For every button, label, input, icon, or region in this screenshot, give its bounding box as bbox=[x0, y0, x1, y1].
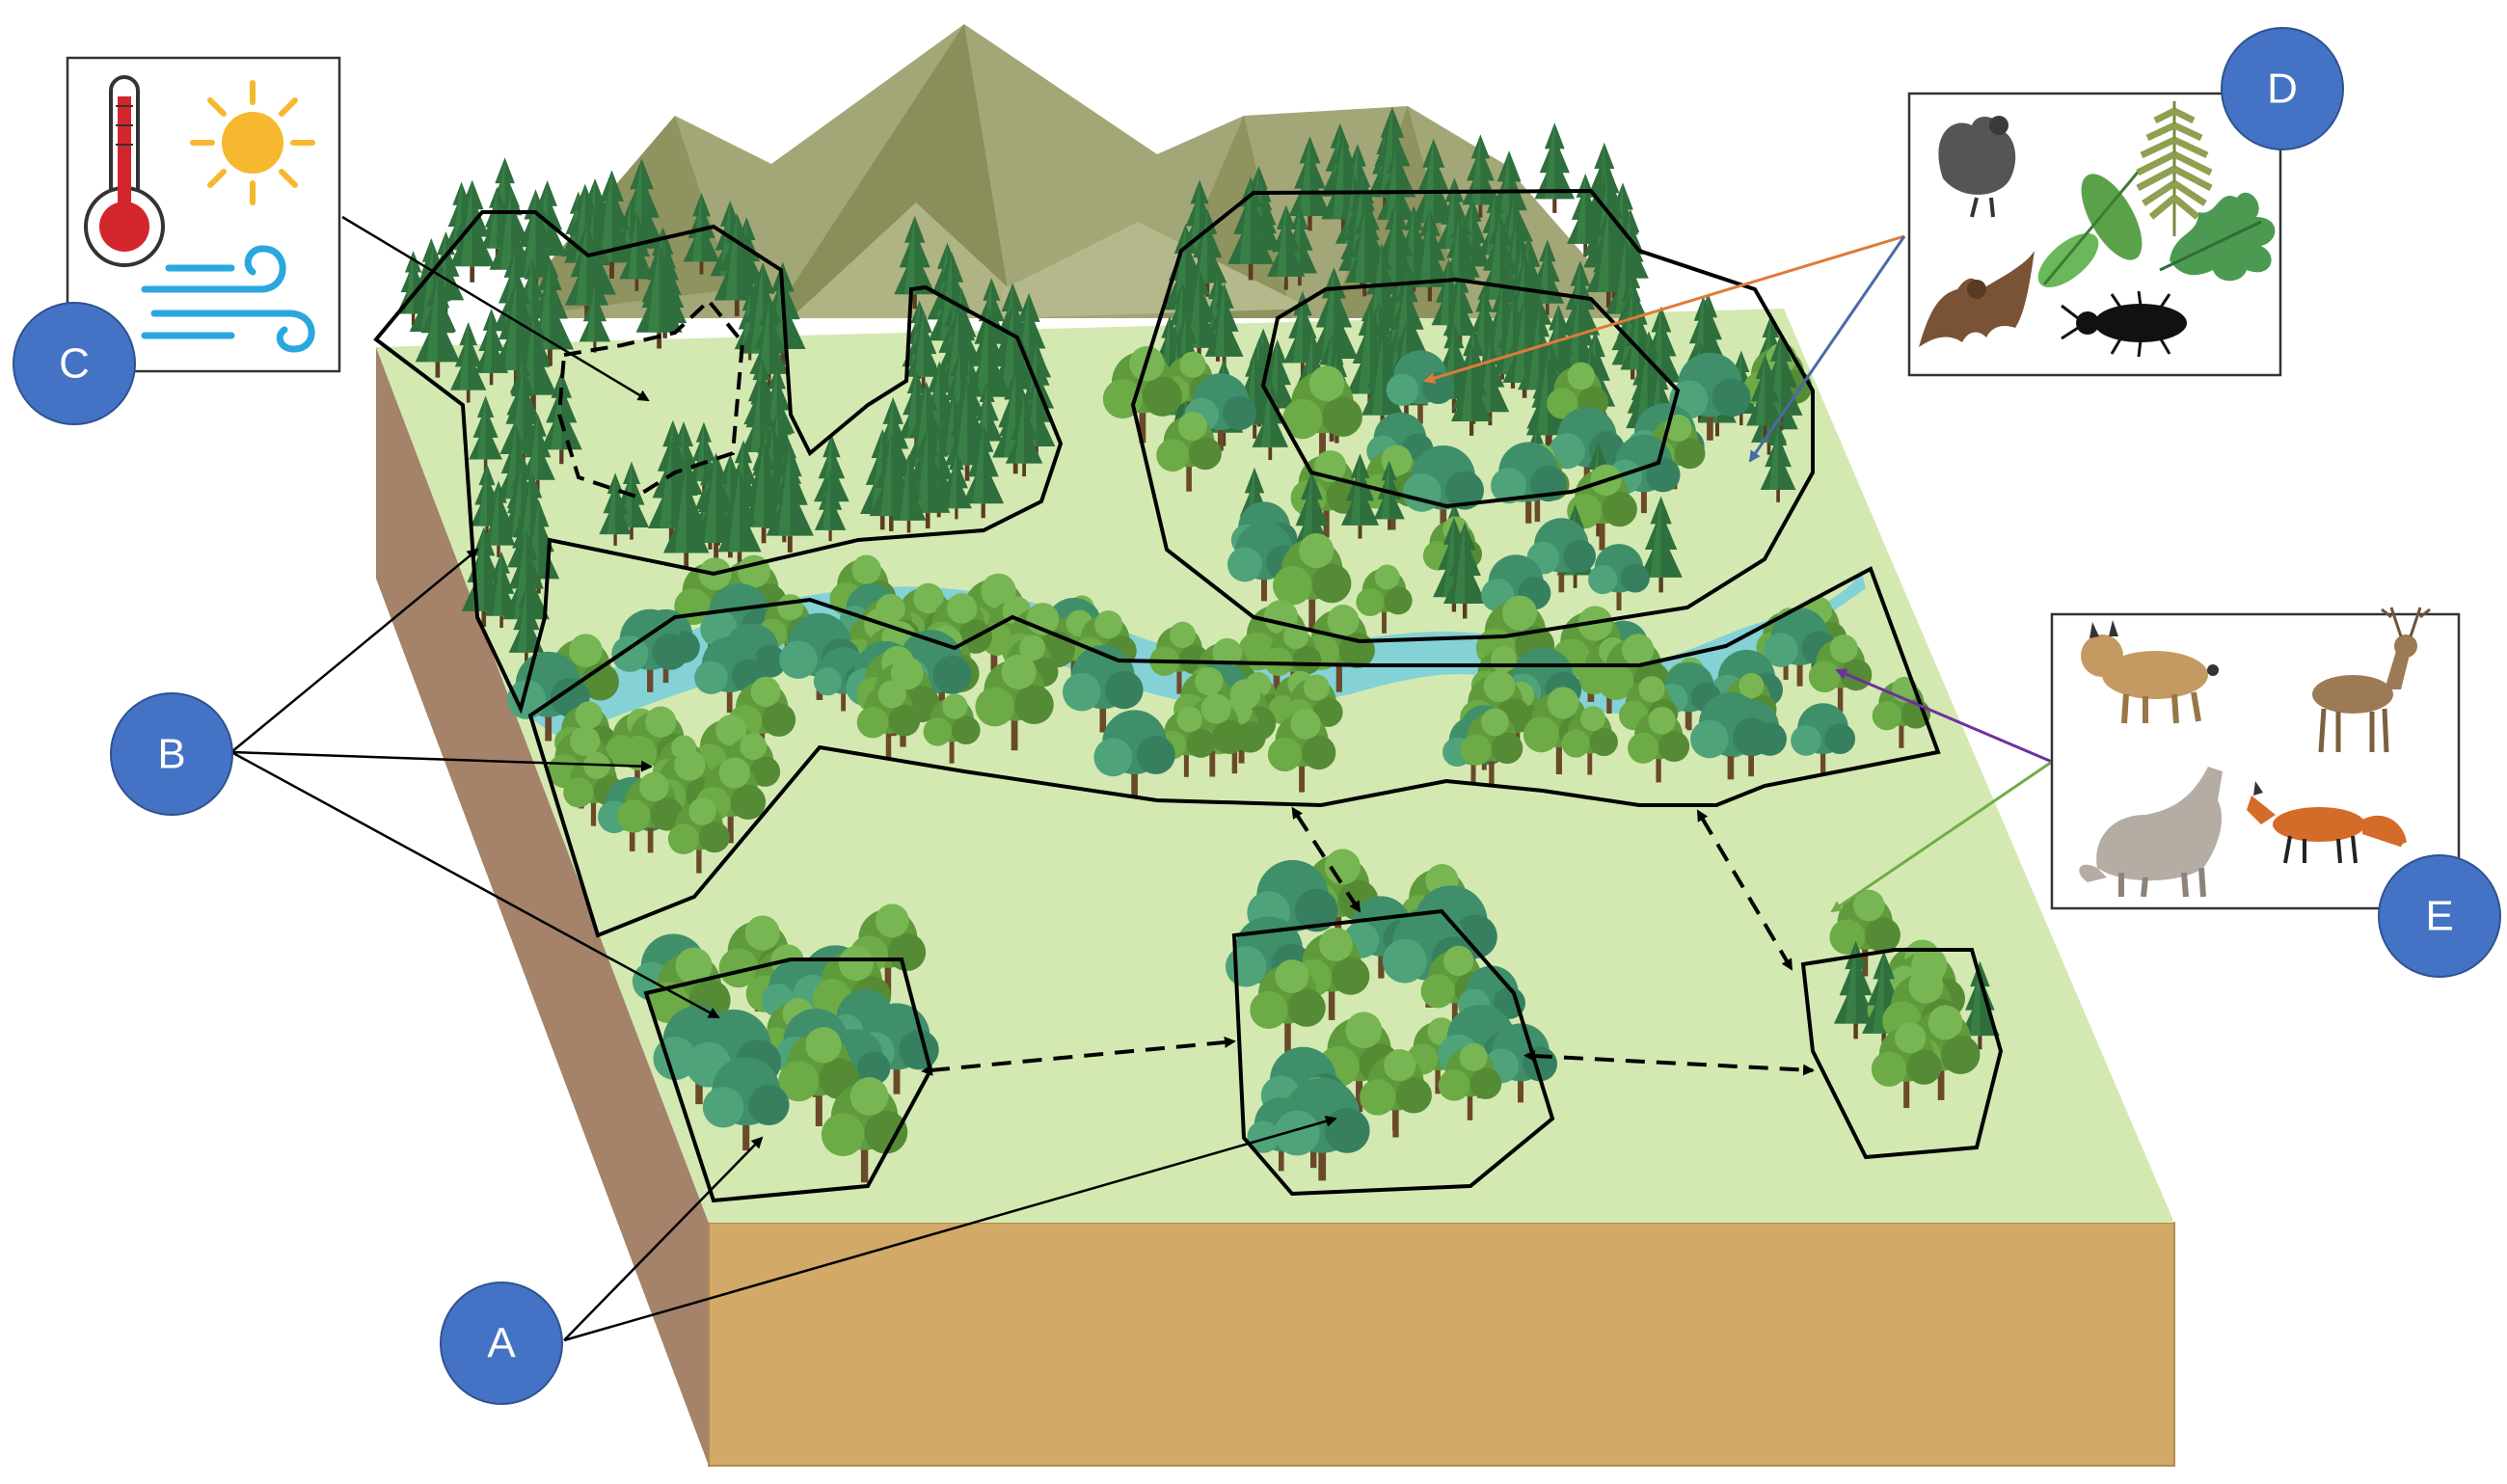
label-c-text: C bbox=[59, 340, 90, 388]
label-b-text: B bbox=[157, 731, 185, 778]
label-a: A bbox=[440, 1282, 563, 1405]
connectivity-arrows bbox=[921, 806, 1815, 1076]
outline-patch-3 bbox=[1800, 948, 2004, 1160]
label-d: D bbox=[2221, 27, 2344, 150]
leader-b-3 bbox=[230, 750, 720, 1019]
outline-riparian bbox=[527, 566, 1941, 938]
beetle-icon bbox=[2061, 290, 2187, 358]
lynx-icon bbox=[2081, 620, 2219, 724]
label-e: E bbox=[2378, 854, 2501, 978]
oak-leaf-icon bbox=[2159, 192, 2276, 282]
link-riparian-patch2 bbox=[1291, 806, 1361, 913]
outline-patch-2 bbox=[1231, 908, 1555, 1197]
wind-icon bbox=[141, 245, 315, 353]
leader-a-1 bbox=[563, 1136, 764, 1341]
inset-predators-prey bbox=[2050, 607, 2461, 910]
link-patch2-patch3 bbox=[1523, 1050, 1815, 1076]
leader-b-2 bbox=[230, 750, 653, 772]
fern-icon bbox=[2136, 101, 2213, 236]
forest-outlines bbox=[373, 188, 2004, 1203]
inset-biodiversity bbox=[1907, 92, 2282, 377]
leader-d-orange bbox=[1423, 234, 1905, 384]
ground-front-face bbox=[708, 1222, 2175, 1467]
label-e-text: E bbox=[2425, 893, 2453, 940]
leader-c bbox=[341, 215, 650, 402]
link-patch1-patch2 bbox=[921, 1036, 1236, 1076]
bat-icon bbox=[1919, 251, 2035, 347]
sun-icon bbox=[190, 80, 315, 205]
outline-opening bbox=[556, 298, 745, 499]
outline-right-stand bbox=[1130, 188, 1815, 644]
deer-icon bbox=[2312, 607, 2431, 753]
thermometer-icon bbox=[84, 75, 165, 267]
conifer-tree bbox=[1534, 122, 1576, 213]
label-a-text: A bbox=[487, 1320, 516, 1367]
label-c: C bbox=[13, 302, 136, 425]
inset-climate bbox=[66, 56, 341, 373]
leaf-icon bbox=[2037, 168, 2143, 288]
ground-left-face bbox=[376, 347, 709, 1466]
fox-icon bbox=[2247, 781, 2411, 864]
leader-b-1 bbox=[230, 548, 479, 753]
grouse-icon bbox=[1938, 116, 2016, 218]
leader-d-blue bbox=[1748, 235, 1906, 463]
outline-right-core bbox=[1260, 277, 1681, 509]
leader-e-purple bbox=[1835, 668, 2053, 764]
label-b: B bbox=[110, 692, 233, 816]
colored-leaders bbox=[1423, 234, 2053, 913]
leader-a-2 bbox=[563, 1115, 1337, 1342]
label-d-text: D bbox=[2267, 66, 2298, 113]
wolf-icon bbox=[2079, 767, 2223, 898]
leader-e-green bbox=[1830, 760, 2053, 913]
leader-lines bbox=[230, 215, 1337, 1342]
outline-left-stand bbox=[373, 210, 1064, 715]
